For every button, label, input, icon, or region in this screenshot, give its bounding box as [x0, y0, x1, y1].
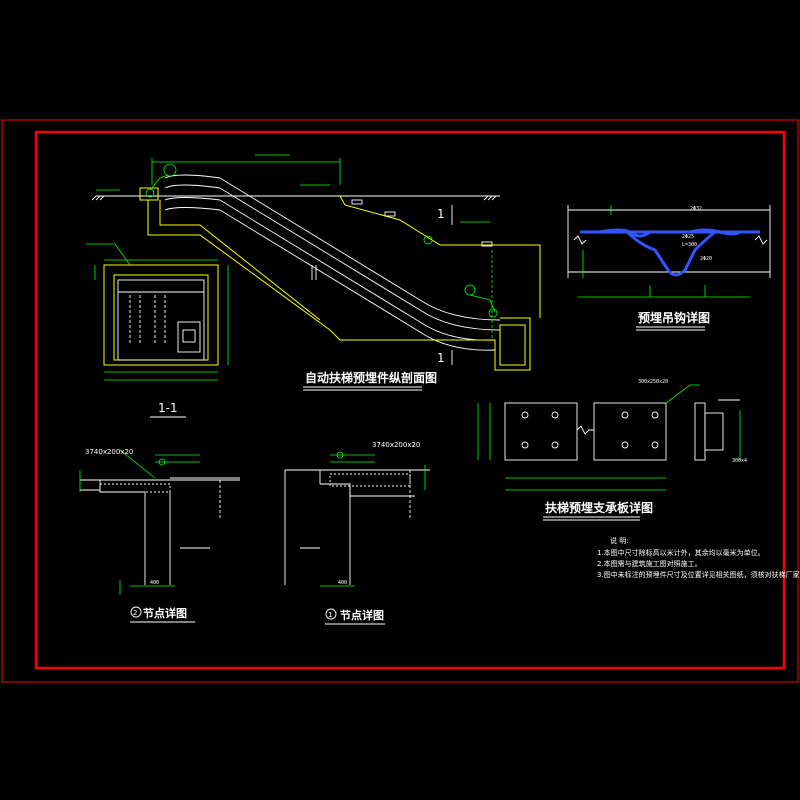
outer-frame	[1, 119, 799, 683]
hook-bar-label: 2Φ32	[690, 206, 702, 212]
node1-plate-label: 3740x200x20	[372, 441, 420, 449]
section-mark-bottom: 1	[437, 351, 445, 365]
notes-heading: 说 明:	[610, 536, 629, 545]
node1-dim: 400	[338, 580, 347, 586]
node1-title: 节点详图	[340, 608, 384, 622]
node1-number-circle	[325, 608, 337, 620]
node1-number: 1	[328, 611, 332, 619]
node2-number: 2	[133, 609, 137, 617]
node-detail-1: 3740x200x20 400 1 节点详图	[284, 441, 430, 625]
main-section-title: 自动扶梯预埋件纵剖面图	[305, 370, 437, 385]
hook-detail-title: 预埋吊钩详图	[638, 310, 710, 325]
section-11-title: 1-1	[158, 401, 178, 415]
node2-plate-label: 3740x200x20	[85, 448, 133, 456]
plate-detail: 300x250x20 300x4 扶梯预埋支承板详图	[477, 379, 747, 521]
hook-detail: 2Φ32 2Φ25 L=300 2Φ20 预埋吊钩详图	[567, 205, 771, 331]
plate-spec-label: 300x250x20	[638, 379, 668, 385]
notes-line2: 2.本图需与建筑施工图对照施工。	[597, 559, 702, 568]
hook-l2-label: L=300	[682, 242, 697, 248]
node2-dim: 400	[150, 580, 159, 586]
node-detail-2: 3740x200x20 400 2 节点详图	[79, 448, 240, 623]
node2-title: 节点详图	[143, 606, 187, 620]
notes-line1: 1.本图中尺寸除标高以米计外，其余均以毫米为单位。	[597, 548, 765, 557]
hook-bar2-label: 2Φ20	[700, 256, 712, 262]
inner-frame	[34, 130, 786, 670]
escalator-section: 1 1 自动扶梯预埋件纵剖面图	[91, 154, 541, 391]
hook-l1-label: 2Φ25	[682, 234, 694, 240]
notes: 说 明: 1.本图中尺寸除标高以米计外，其余均以毫米为单位。 2.本图需与建筑施…	[597, 536, 800, 579]
notes-line3: 3.图中未标注的预埋件尺寸及位置详见相关图纸，须核对扶梯厂家尺寸后施工。	[597, 570, 800, 579]
plate-thk-label: 300x4	[732, 458, 747, 464]
plate-detail-title: 扶梯预埋支承板详图	[545, 500, 653, 515]
section-mark-top: 1	[437, 207, 445, 221]
section-1-1: 1-1	[86, 243, 229, 418]
node2-number-circle	[130, 606, 142, 618]
